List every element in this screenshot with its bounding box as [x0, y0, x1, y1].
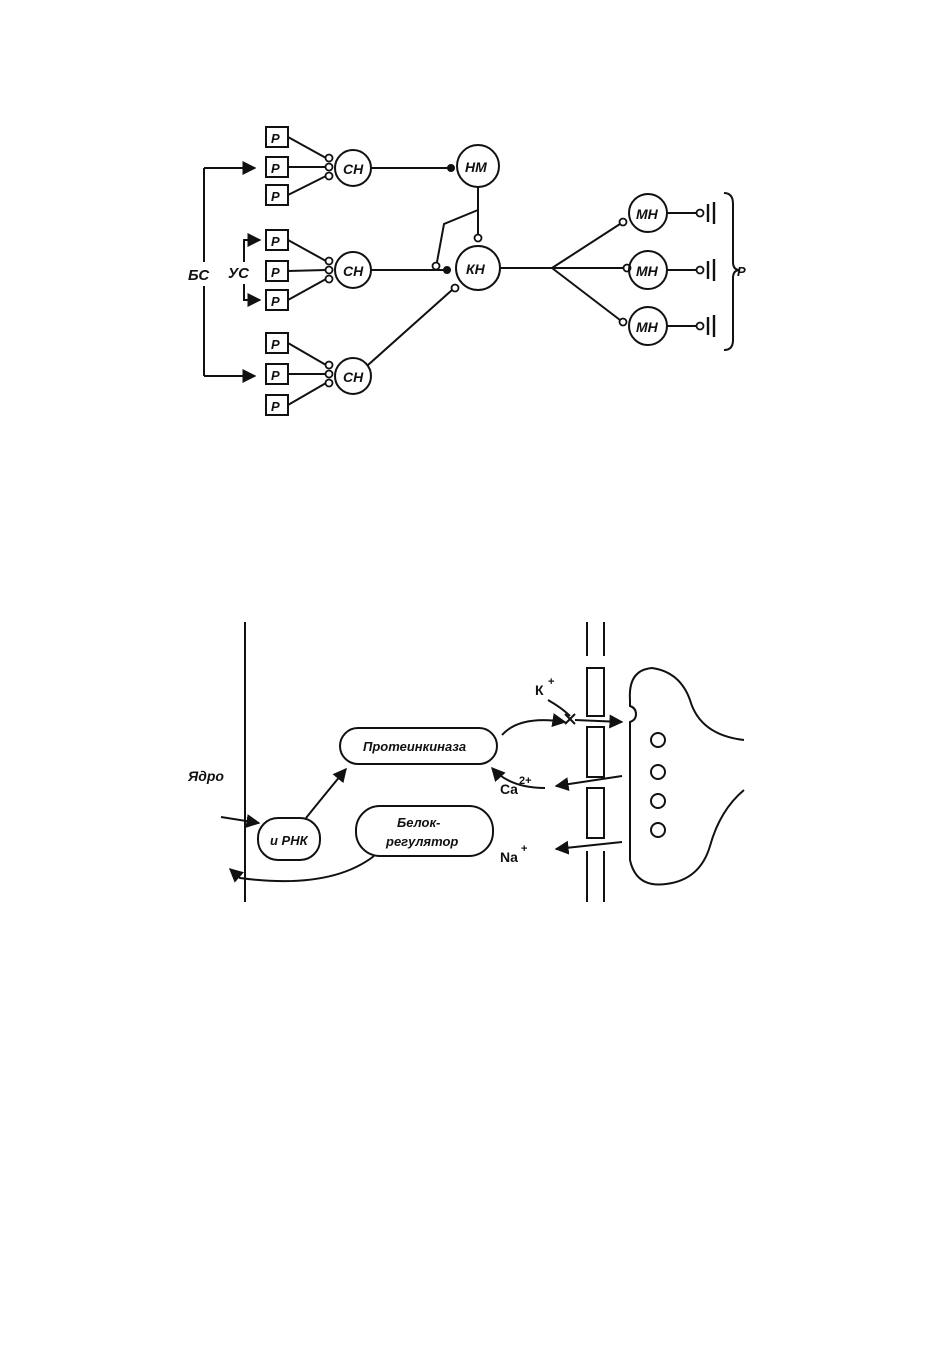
sodium-arrow: [556, 842, 622, 849]
receptor-label: Р: [271, 131, 280, 146]
motor-neuron-1: МН: [629, 194, 714, 232]
mrna-box: и РНК: [258, 818, 320, 860]
receptor-label: Р: [271, 368, 280, 383]
potassium-charge-label: +: [548, 676, 554, 688]
receptor-group-2: Р Р Р: [266, 230, 333, 310]
membrane-channel-column: [587, 622, 604, 902]
receptor-label: Р: [271, 399, 280, 414]
presynaptic-terminal: [630, 668, 744, 885]
receptor-label: Р: [271, 337, 280, 352]
arrow-into-mrna: [221, 817, 259, 823]
receptor-label: Р: [271, 161, 280, 176]
receptor-label: Р: [271, 189, 280, 204]
sensory-neuron-3: СН: [335, 358, 371, 394]
receptor-label: Р: [271, 294, 280, 309]
sodium-charge-label: +: [521, 843, 527, 855]
motor-neuron-3: МН: [629, 307, 714, 345]
sensory-neuron-label: СН: [343, 263, 364, 279]
motor-neuron-label: МН: [636, 319, 659, 335]
command-neuron-label: КН: [466, 261, 486, 277]
mrna-label: и РНК: [270, 833, 309, 848]
regulator-label-line2: регулятор: [385, 834, 458, 849]
command-neuron: КН: [456, 246, 500, 290]
potassium-path: [548, 700, 570, 716]
receptor-group-3: Р Р Р: [266, 333, 333, 415]
reaction-label: Р: [737, 264, 746, 279]
sensory-neuron-label: СН: [343, 161, 364, 177]
sensory-neuron-2: СН: [335, 252, 371, 288]
bs-label: БС: [188, 267, 210, 284]
motor-neuron-label: МН: [636, 263, 659, 279]
reflex-arc-diagram: БС УС Р Р Р Р Р Р: [188, 127, 746, 415]
intermediate-neuron-label: НМ: [465, 159, 487, 175]
arrow-kinase-to-channel: [502, 720, 565, 735]
motor-neuron-label: МН: [636, 206, 659, 222]
protein-kinase-box: Протеинкиназа: [340, 728, 497, 764]
regulator-protein-box: Белок- регулятор: [356, 806, 493, 856]
nucleus-label: Ядро: [187, 768, 224, 784]
receptor-group-1: Р Р Р: [266, 127, 333, 205]
synapse-diagram: Ядро и РНК Протеинкиназа Белок- регулято…: [187, 622, 744, 902]
sensory-neuron-label: СН: [343, 369, 364, 385]
sensory-neuron-1: СН: [335, 150, 371, 186]
command-to-motor-axons: [500, 219, 631, 326]
arrow-mrna-to-kinase: [306, 769, 346, 818]
protein-kinase-label: Протеинкиназа: [363, 739, 466, 754]
potassium-ion-label: К: [535, 682, 544, 698]
us-label: УС: [228, 265, 250, 282]
potassium-through-channel: [575, 720, 622, 722]
motor-neuron-2: МН: [629, 251, 714, 289]
sodium-ion-label: Na: [500, 849, 518, 865]
regulator-label-line1: Белок-: [397, 815, 440, 830]
receptor-label: Р: [271, 265, 280, 280]
sensory-axons: [368, 164, 459, 365]
receptor-label: Р: [271, 234, 280, 249]
